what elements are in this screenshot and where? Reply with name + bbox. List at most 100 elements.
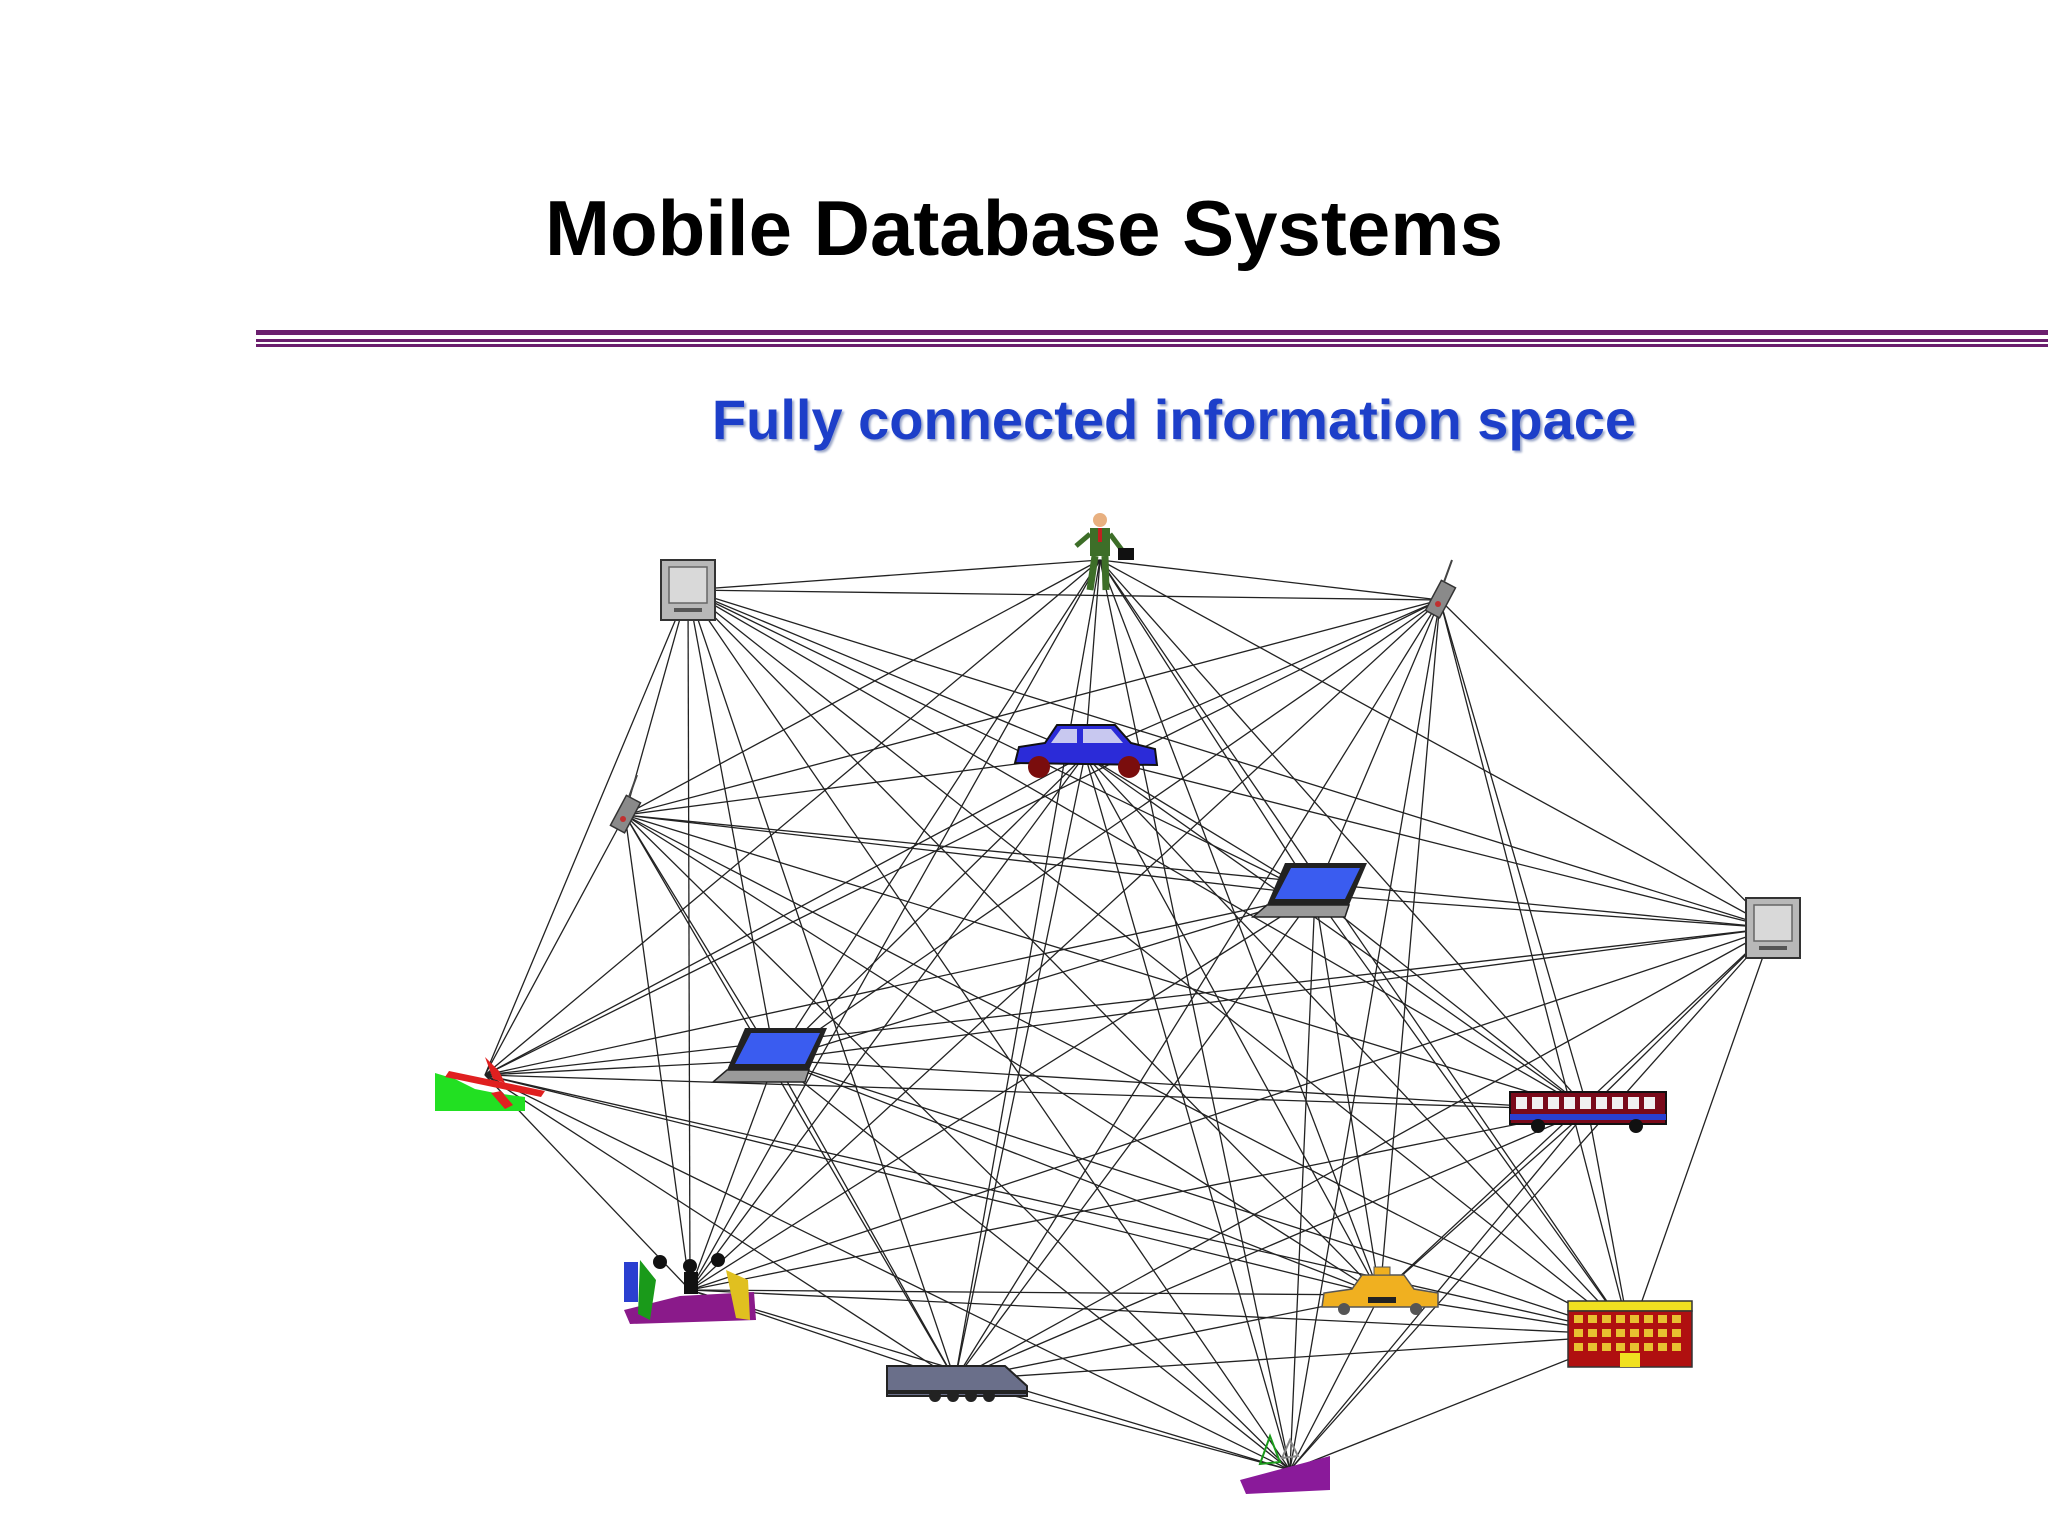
title-rule (256, 330, 2048, 348)
edge-cellphone-left-laptop-right (624, 814, 1316, 896)
edge-businessman-train (954, 559, 1101, 1381)
edge-monitor-left-cellphone-right (687, 589, 1441, 601)
edge-cellphone-right-taxi (1379, 599, 1441, 1296)
edge-laptop-right-meeting-group (689, 894, 1316, 1291)
airplane-icon (435, 1057, 545, 1111)
edge-cellphone-left-train (624, 814, 956, 1381)
edge-meeting-group-building (689, 1289, 1631, 1336)
edge-building-train (954, 1334, 1631, 1381)
edge-bus-building (1587, 1109, 1631, 1336)
edge-cellphone-left-building (624, 814, 1631, 1336)
edge-airplane-train (484, 1074, 956, 1381)
edge-monitor-right-building (1629, 927, 1774, 1336)
edge-businessman-car (1084, 559, 1101, 756)
edge-monitor-right-bus (1587, 927, 1774, 1111)
title-rule-line (256, 339, 2048, 342)
edge-car-laptop-right (1084, 754, 1316, 896)
edge-car-building (1084, 754, 1631, 1336)
edge-laptop-left-bus (774, 1059, 1589, 1111)
edge-monitor-left-meeting-group (687, 589, 691, 1291)
businessman-icon (1074, 513, 1134, 591)
taxi-icon (1321, 1266, 1439, 1315)
edge-airplane-bus (484, 1074, 1589, 1111)
meeting-group-icon (624, 1253, 756, 1324)
edge-laptop-right-bus (1314, 894, 1589, 1111)
edge-laptop-right-monitor-right (1314, 894, 1774, 929)
edge-cellphone-left-laptop-left (624, 814, 776, 1061)
edge-cellphone-right-monitor-right (1439, 599, 1774, 929)
edge-businessman-bus (1099, 559, 1589, 1111)
bus-icon (1509, 1091, 1667, 1133)
edge-car-airplane (484, 754, 1086, 1076)
edge-laptop-right-building (1314, 894, 1631, 1336)
edge-cellphone-left-meeting-group (624, 814, 691, 1291)
edge-laptop-right-laptop-left (774, 894, 1316, 1061)
edge-cellphone-right-car (1084, 599, 1441, 756)
edge-laptop-right-airplane (484, 894, 1316, 1076)
edge-laptop-right-train (954, 894, 1316, 1381)
edge-airplane-building (484, 1074, 1631, 1336)
edge-taxi-train (954, 1294, 1381, 1381)
edge-cellphone-right-building (1439, 599, 1631, 1336)
edge-businessman-airplane (484, 559, 1101, 1076)
edge-businessman-building (1099, 559, 1631, 1336)
edge-monitor-left-bus (687, 589, 1589, 1111)
edge-laptop-left-building (774, 1059, 1631, 1336)
edge-monitor-right-ship (1289, 927, 1774, 1471)
monitor-icon (660, 559, 716, 621)
edge-businessman-ship (1099, 559, 1291, 1471)
edge-businessman-laptop-right (1099, 559, 1316, 896)
edge-bus-taxi (1379, 1109, 1589, 1296)
train-icon (886, 1365, 1028, 1402)
edge-cellphone-left-bus (624, 814, 1589, 1111)
edge-airplane-laptop-left (484, 1059, 776, 1076)
edge-businessman-taxi (1099, 559, 1381, 1296)
edge-monitor-left-ship (687, 589, 1291, 1471)
laptop-icon (710, 1028, 827, 1083)
edge-businessman-cellphone-left (624, 559, 1101, 816)
edge-car-meeting-group (689, 754, 1086, 1291)
cellphone-icon (609, 774, 642, 834)
edge-car-bus (1084, 754, 1589, 1111)
ship-icon (1240, 1433, 1330, 1494)
edge-car-laptop-left (774, 754, 1086, 1061)
edge-businessman-laptop-left (774, 559, 1101, 1061)
edge-businessman-meeting-group (689, 559, 1101, 1291)
edge-meeting-group-taxi (689, 1289, 1381, 1296)
edge-cellphone-right-ship (1289, 599, 1441, 1471)
edge-cellphone-left-ship (624, 814, 1291, 1471)
edge-car-monitor-right (1084, 754, 1774, 929)
network-nodes (435, 513, 1801, 1494)
edge-car-taxi (1084, 754, 1381, 1296)
edge-laptop-right-ship (1289, 894, 1316, 1471)
edge-laptop-left-ship (774, 1059, 1291, 1471)
edge-monitor-right-train (954, 927, 1774, 1381)
edge-bus-ship (1289, 1109, 1589, 1471)
title-rule-line (256, 330, 2048, 335)
edge-laptop-left-taxi (774, 1059, 1381, 1296)
monitor-icon (1745, 897, 1801, 959)
edge-laptop-left-meeting-group (689, 1059, 776, 1291)
edge-monitor-left-train (687, 589, 956, 1381)
laptop-icon (1250, 863, 1367, 918)
edge-cellphone-left-airplane (484, 814, 626, 1076)
edge-car-ship (1084, 754, 1291, 1471)
edge-monitor-left-laptop-right (687, 589, 1316, 896)
car-icon (1013, 724, 1159, 778)
building-icon (1567, 1300, 1693, 1368)
edge-cellphone-right-meeting-group (689, 599, 1441, 1291)
edge-cellphone-right-bus (1439, 599, 1589, 1111)
edge-businessman-monitor-right (1099, 559, 1774, 929)
slide-title: Mobile Database Systems (544, 184, 1504, 272)
cellphone-icon (1424, 559, 1457, 619)
network-edges (484, 559, 1774, 1471)
edge-cellphone-left-monitor-right (624, 814, 1774, 929)
edge-cellphone-right-airplane (484, 599, 1441, 1076)
edge-laptop-left-train (774, 1059, 956, 1381)
edge-monitor-left-building (687, 589, 1631, 1336)
edge-businessman-monitor-left (687, 559, 1101, 591)
edge-airplane-ship (484, 1074, 1291, 1471)
slide-subtitle: Fully connected information space (711, 388, 1637, 451)
edge-cellphone-right-cellphone-left (624, 599, 1441, 816)
edge-cellphone-right-laptop-right (1314, 599, 1441, 896)
